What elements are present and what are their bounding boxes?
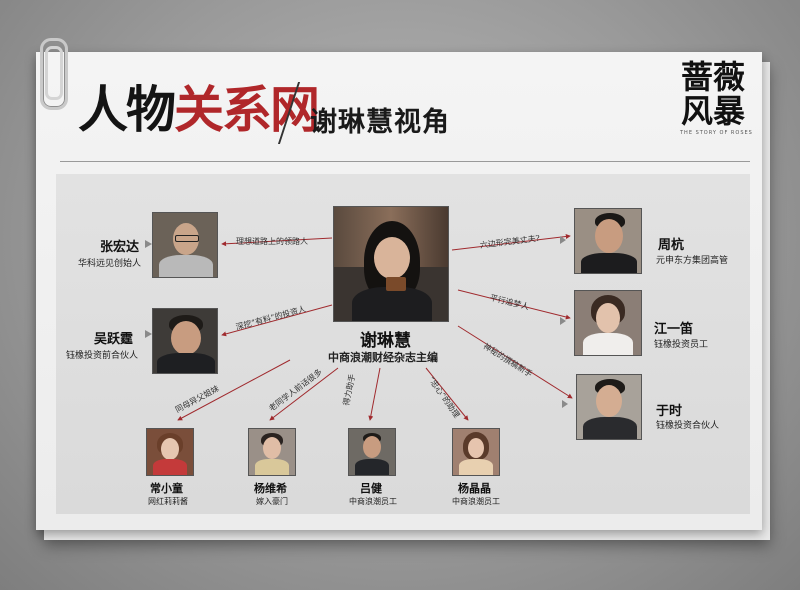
photo-chang bbox=[146, 428, 194, 476]
edge-line-yang-wx bbox=[269, 367, 339, 421]
center-name: 谢琳慧 bbox=[360, 331, 411, 351]
name-wu: 吴跃霆 bbox=[94, 332, 134, 347]
edge-label-zhang: 理想道路上的领路人 bbox=[236, 237, 308, 246]
edge-line-lv bbox=[368, 367, 381, 421]
photo-yang-jj bbox=[452, 428, 500, 476]
name-jiang: 江一笛 bbox=[654, 322, 694, 337]
name-yang-jj: 杨晶晶 bbox=[458, 482, 491, 495]
name-chang: 常小童 bbox=[150, 482, 183, 495]
desc-chang: 网红莉莉酱 bbox=[148, 497, 188, 506]
desc-yang-wx: 嫁入豪门 bbox=[256, 497, 288, 506]
desc-yang-jj: 中商浪潮员工 bbox=[452, 497, 500, 506]
edge-line-jiang bbox=[457, 289, 571, 320]
pointer-jiang bbox=[560, 317, 566, 325]
paperclip-icon bbox=[40, 38, 68, 110]
edge-line-zhou bbox=[451, 234, 571, 251]
logo-english: THE STORY OF ROSES bbox=[680, 130, 753, 136]
desc-zhou: 元申东方集团高管 bbox=[656, 256, 729, 266]
desc-wu: 钰橡投资前合伙人 bbox=[66, 351, 139, 361]
page-title: 人物关系网 bbox=[78, 80, 320, 140]
logo-line1: 蔷薇 bbox=[680, 58, 745, 96]
pointer-zhou bbox=[560, 236, 566, 244]
pointer-yu bbox=[562, 400, 568, 408]
photo-yang-wx bbox=[248, 428, 296, 476]
edge-line-zhang bbox=[221, 237, 333, 247]
name-lv: 吕健 bbox=[360, 482, 382, 495]
desc-zhang: 华科远见创始人 bbox=[78, 259, 142, 269]
pointer-zhang bbox=[145, 240, 152, 248]
photo-lv bbox=[348, 428, 396, 476]
name-yang-wx: 杨维希 bbox=[254, 482, 287, 495]
name-yu: 于时 bbox=[656, 404, 683, 419]
title-part1: 人物 bbox=[78, 80, 176, 139]
photo-yu bbox=[576, 374, 642, 440]
center-desc: 中商浪潮财经杂志主编 bbox=[328, 351, 438, 364]
paperclip-inner-icon bbox=[45, 46, 63, 100]
photo-zhang bbox=[152, 212, 218, 278]
desc-lv: 中商浪潮员工 bbox=[349, 497, 397, 506]
logo-line2: 风暴 bbox=[680, 92, 745, 130]
photo-jiang bbox=[574, 290, 642, 356]
desc-yu: 钰橡投资合伙人 bbox=[656, 421, 720, 431]
pointer-wu bbox=[145, 330, 152, 338]
show-logo: 蔷薇 风暴 bbox=[678, 60, 748, 128]
edge-line-yang-jj bbox=[425, 367, 469, 421]
title-rule bbox=[60, 161, 750, 162]
name-zhou: 周杭 bbox=[658, 238, 685, 253]
desc-jiang: 钰橡投资员工 bbox=[654, 340, 709, 350]
center-photo bbox=[333, 206, 449, 322]
edge-line-yu bbox=[457, 325, 573, 399]
edge-line-wu bbox=[221, 304, 333, 337]
photo-wu bbox=[152, 308, 218, 374]
edge-line-chang bbox=[177, 359, 291, 421]
page-subtitle: 谢琳慧视角 bbox=[310, 107, 450, 138]
photo-zhou bbox=[574, 208, 642, 274]
name-zhang: 张宏达 bbox=[100, 240, 140, 255]
